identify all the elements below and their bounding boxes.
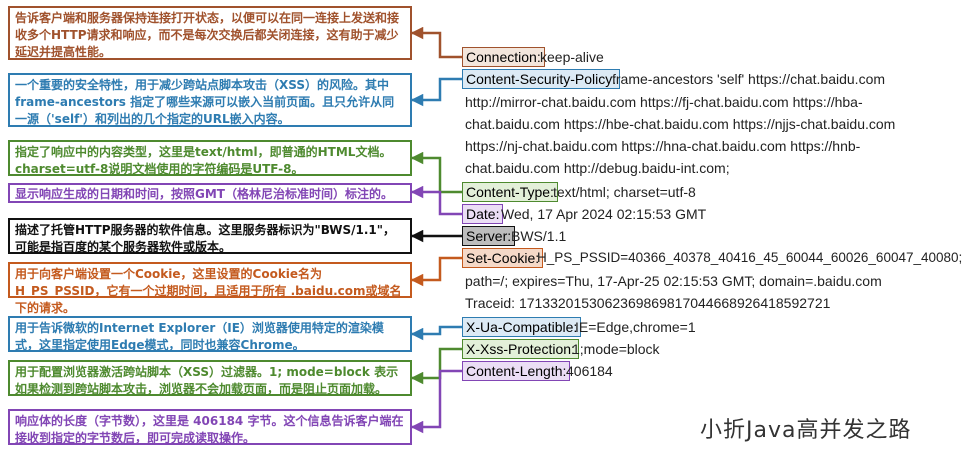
content-length-arrow: [410, 369, 462, 434]
content-type-header-value: text/html; charset=utf-8: [553, 184, 696, 200]
date-header-value: Wed, 17 Apr 2024 02:15:53 GMT: [501, 206, 707, 222]
ua-compat-header-name: X-Ua-Compatible:: [462, 317, 582, 337]
server-header-name: Server:: [462, 226, 516, 246]
content-type-note: 指定了响应中的内容类型，这里是text/html，即普通的HTML文档。char…: [8, 140, 412, 176]
xss-header-name: X-Xss-Protection:: [462, 339, 579, 359]
date-note: 显示响应生成的日期和时间，按照GMT（格林尼治标准时间）标注的。: [8, 183, 412, 203]
ua-compat-header-value: IE=Edge,chrome=1: [575, 319, 696, 335]
csp-header-value-line: https://nj-chat.baidu.com https://hna-ch…: [465, 138, 861, 154]
connection-header-name: Connection:: [462, 47, 545, 67]
content-length-header-name: Content-Length:: [462, 361, 571, 381]
connector-arrows: [410, 26, 462, 434]
server-note: 描述了托管HTTP服务器的软件信息。这里服务器标识为"BWS/1.1"，可能是指…: [8, 218, 412, 254]
server-header-value: BWS/1.1: [511, 228, 567, 244]
connection-note: 告诉客户端和服务器保持连接打开状态，以便可以在同一连接上发送和接收多个HTTP请…: [8, 6, 412, 60]
content-type-header-name: Content-Type:: [462, 182, 558, 202]
content-type-arrow: [410, 151, 462, 194]
date-header-name: Date:: [462, 204, 504, 224]
csp-header-name: Content-Security-Policy:: [462, 69, 621, 89]
set-cookie-header-value-line: Traceid: 1713320153062369869817044668926…: [465, 295, 831, 311]
xss-note: 用于配置浏览器激活跨站脚本（XSS）过滤器。1; mode=block 表示如果…: [8, 360, 412, 396]
csp-header-value-line: http://mirror-chat.baidu.com https://fj-…: [465, 94, 863, 110]
content-length-note: 响应体的长度（字节数），这里是 406184 字节。这个信息告诉客户端在接收到指…: [8, 409, 412, 445]
set-cookie-header-value-line: path=/; expires=Thu, 17-Apr-25 02:15:53 …: [465, 273, 882, 289]
set-cookie-header-name: Set-Cookie:: [462, 248, 544, 268]
content-length-header-value: 406184: [566, 363, 613, 379]
set-cookie-note: 用于向客户端设置一个Cookie，这里设置的Cookie名为 H_PS_PSSI…: [8, 262, 412, 315]
connection-header-value: keep-alive: [540, 49, 604, 65]
watermark: 小折Java高并发之路: [700, 418, 912, 443]
set-cookie-header-value: H_PS_PSSID=40366_40378_40416_45_60044_60…: [537, 250, 962, 265]
csp-header-value-line: chat.baidu.com http://debug.baidu-int.co…: [465, 160, 730, 176]
csp-header-value: frame-ancestors 'self' https://chat.baid…: [612, 71, 886, 87]
xss-header-value: 1;mode=block: [572, 341, 660, 357]
connection-arrow: [410, 26, 462, 59]
csp-header-value-line: chat.baidu.com https://hbe-chat.baidu.co…: [465, 116, 896, 132]
ua-compat-note: 用于告诉微软的Internet Explorer（IE）浏览器使用特定的渲染模式…: [8, 316, 412, 352]
set-cookie-arrow: [410, 256, 462, 287]
xss-arrow: [410, 347, 462, 385]
date-arrow: [410, 185, 462, 216]
ua-compat-arrow: [410, 325, 462, 341]
csp-arrow: [410, 77, 462, 107]
csp-note: 一个重要的安全特性，用于减少跨站点脚本攻击（XSS）的风险。其中 frame-a…: [8, 73, 412, 127]
